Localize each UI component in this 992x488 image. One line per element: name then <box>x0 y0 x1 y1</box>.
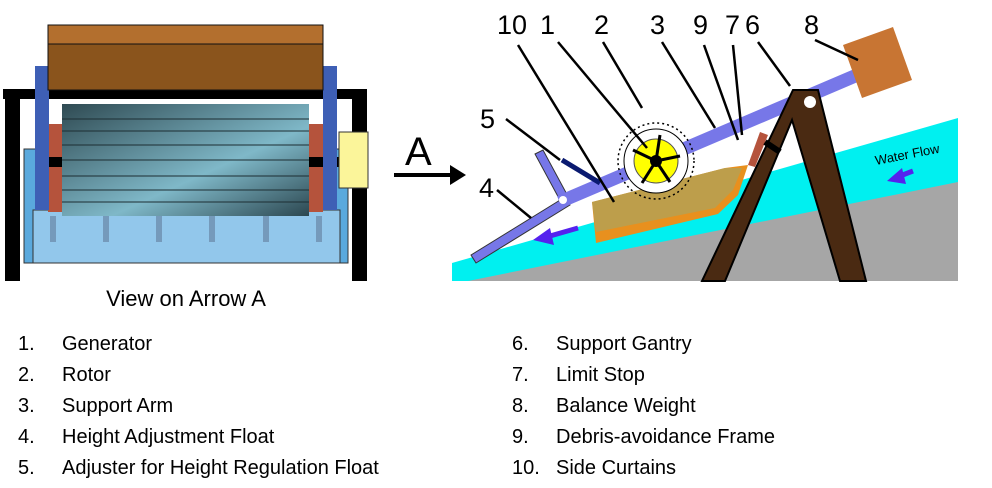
arrow-a-icon <box>394 165 466 185</box>
callout-10: 10 <box>497 10 527 40</box>
height-adjuster <box>560 157 602 186</box>
left-post <box>5 90 20 281</box>
callout-lines <box>496 38 859 219</box>
support-gantry <box>700 89 868 282</box>
legend-item: 2.Rotor <box>18 364 111 386</box>
callout-2: 2 <box>594 10 609 40</box>
left-arm <box>35 66 49 210</box>
side-view: Water Flow 10 1 2 3 9 7 6 8 5 4 <box>452 10 958 282</box>
end-view: View on Arrow A <box>3 24 369 311</box>
rotor <box>617 122 695 200</box>
right-arm <box>323 66 337 210</box>
legend-item: 3.Support Arm <box>18 395 174 417</box>
legend-item: 1.Generator <box>18 333 153 355</box>
legend-item: 6.Support Gantry <box>512 333 692 355</box>
legend-item: 4.Height Adjustment Float <box>18 426 275 448</box>
limit-stop <box>763 139 782 155</box>
callout-6: 6 <box>745 10 760 40</box>
balance-weight <box>843 27 912 98</box>
legend-left: 1.Generator 2.Rotor 3.Support Arm 4.Heig… <box>18 329 379 484</box>
left-bracket <box>48 124 62 212</box>
callout-8: 8 <box>804 10 819 40</box>
legend-right: 6.Support Gantry 7.Limit Stop 8.Balance … <box>512 329 775 484</box>
yellow-box <box>338 131 369 189</box>
height-adjustment-float <box>470 196 571 264</box>
tank-water <box>32 209 341 264</box>
legend-item: 8.Balance Weight <box>512 395 696 417</box>
legend-item: 9.Debris-avoidance Frame <box>512 426 775 448</box>
view-label: View on Arrow A <box>106 286 266 311</box>
top-beam <box>3 89 367 99</box>
callout-7: 7 <box>725 10 740 40</box>
legend-item: 10.Side Curtains <box>512 457 677 479</box>
diagram-canvas: View on Arrow A A <box>3 10 958 311</box>
callout-5: 5 <box>480 104 495 134</box>
debris-frame <box>748 132 768 167</box>
callout-1: 1 <box>540 10 555 40</box>
arrow-label: A <box>405 130 432 174</box>
callout-4: 4 <box>479 173 494 203</box>
legend-item: 5.Adjuster for Height Regulation Float <box>18 457 379 479</box>
callout-9: 9 <box>693 10 708 40</box>
callout-3: 3 <box>650 10 665 40</box>
right-bracket <box>309 124 323 212</box>
generator-top <box>47 24 324 45</box>
flow-arrow-icon <box>533 168 914 245</box>
legend-item: 7.Limit Stop <box>512 364 645 386</box>
